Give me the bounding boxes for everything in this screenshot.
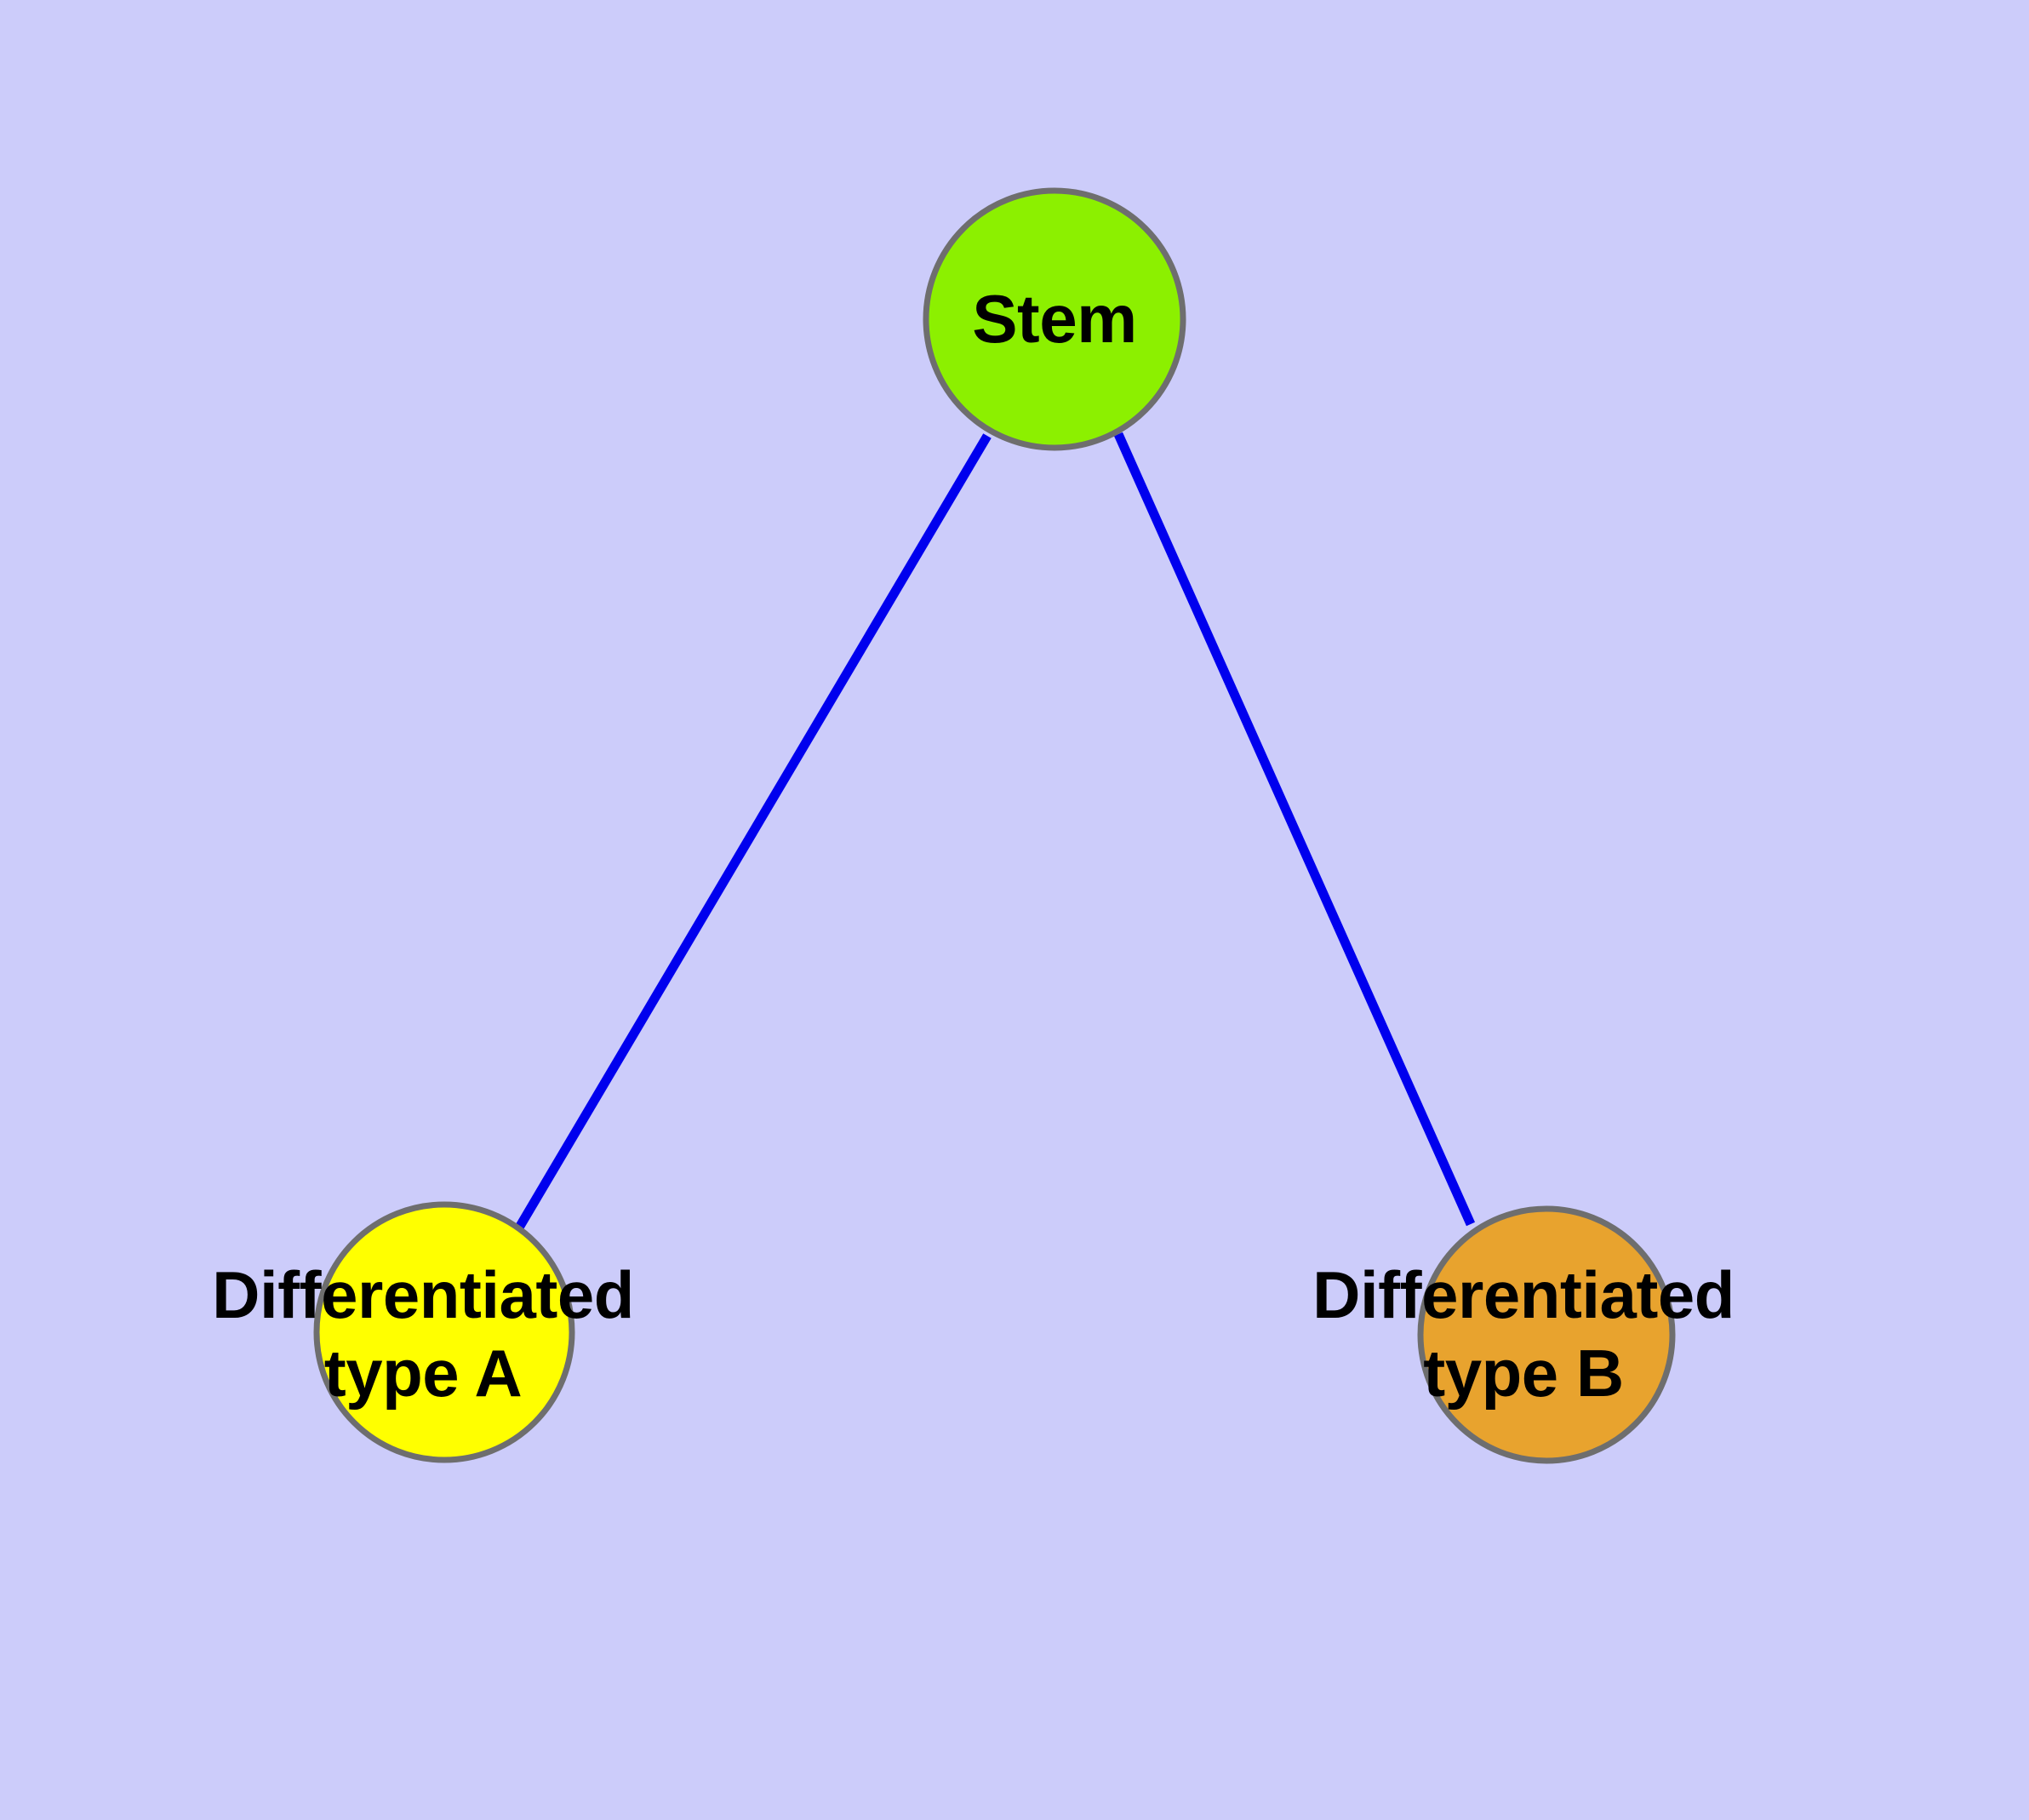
graph-node-stem[interactable] (923, 187, 1186, 451)
node-layer (313, 187, 1676, 1464)
graph-node-diff_b[interactable] (1417, 1205, 1676, 1464)
graph-edge-stem-diff_b[interactable] (1113, 432, 1476, 1227)
edge-layer (515, 432, 1476, 1230)
graph-node-diff_a[interactable] (313, 1201, 575, 1463)
graph-edge-stem-diff_a[interactable] (515, 433, 992, 1230)
